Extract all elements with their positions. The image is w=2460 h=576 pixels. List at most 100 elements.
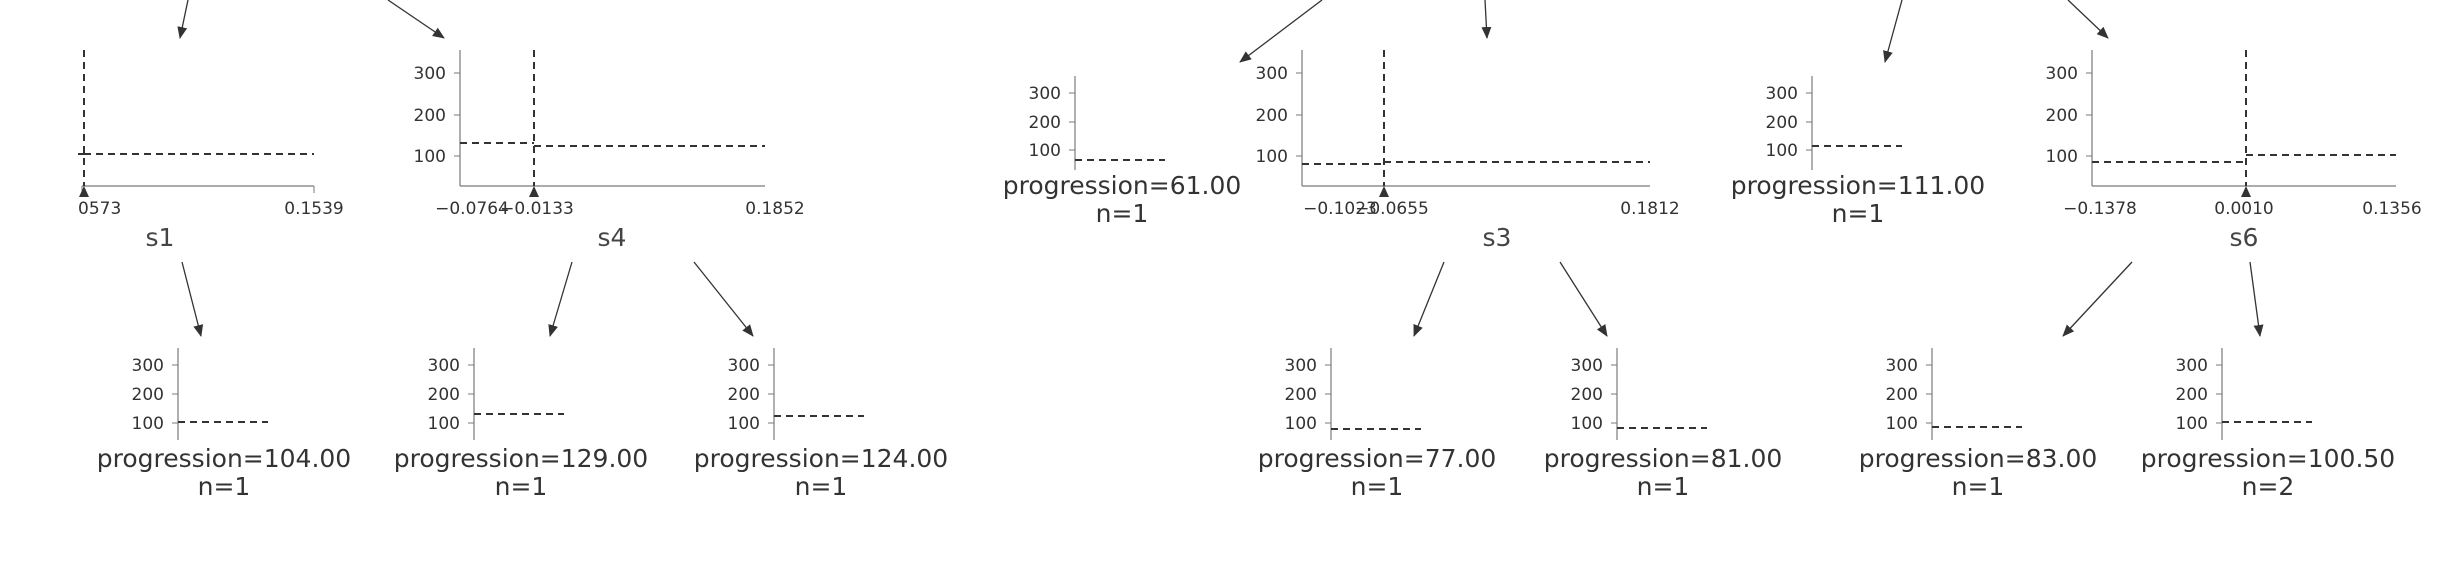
split-feature-label: s6	[2230, 223, 2259, 252]
split-marker-triangle	[2241, 186, 2251, 197]
leaf-prediction-label: progression=61.00	[1003, 171, 1242, 200]
y-tick-label: 300	[2176, 356, 2208, 376]
leaf-node: 100 200 300 progression=77.00 n=1	[1258, 348, 1497, 501]
leaf-node: 100 200 300 progression=129.00 n=1	[394, 348, 648, 501]
tree-edges	[177, 0, 2264, 337]
y-tick-label: 300	[1886, 356, 1918, 376]
leaf-node: 100 200 300 progression=83.00 n=1	[1859, 348, 2098, 501]
split-marker-triangle	[79, 186, 89, 197]
leaf-sample-count: n=1	[1096, 199, 1149, 228]
edge-arrow	[181, 261, 204, 337]
y-tick-label: 200	[132, 385, 164, 405]
edge-arrow	[548, 261, 573, 337]
y-tick-label: 300	[728, 356, 760, 376]
y-tick-label: 200	[1256, 106, 1288, 126]
y-tick-label: 200	[1886, 385, 1918, 405]
edge-arrow	[177, 0, 189, 39]
leaf-prediction-label: progression=100.50	[2141, 444, 2395, 473]
y-tick-label: 100	[1886, 414, 1918, 434]
y-tick-label: 300	[1256, 64, 1288, 84]
y-tick-label: 200	[2176, 385, 2208, 405]
edge-arrow	[2067, 0, 2109, 39]
leaf-prediction-label: progression=77.00	[1258, 444, 1497, 473]
y-tick-label: 300	[1571, 356, 1603, 376]
x-tick-label: −0.0655	[1355, 199, 1429, 219]
edge-arrow	[2249, 261, 2264, 337]
x-tick-label: 0.1852	[745, 199, 804, 219]
y-tick-label: 100	[414, 147, 446, 167]
y-tick-label: 100	[1766, 141, 1798, 161]
leaf-prediction-label: progression=111.00	[1731, 171, 1985, 200]
x-tick-label: 0573	[78, 199, 121, 219]
y-tick-label: 200	[414, 106, 446, 126]
split-feature-label: s4	[598, 223, 627, 252]
y-tick-label: 200	[1285, 385, 1317, 405]
y-tick-label: 200	[728, 385, 760, 405]
leaf-sample-count: n=1	[795, 472, 848, 501]
x-tick-label: 0.1356	[2362, 199, 2421, 219]
leaf-sample-count: n=1	[1832, 199, 1885, 228]
edge-arrow	[693, 261, 754, 337]
y-tick-label: 300	[1285, 356, 1317, 376]
y-tick-label: 100	[132, 414, 164, 434]
y-tick-label: 300	[1029, 84, 1061, 104]
leaf-node: 100 200 300 progression=100.50 n=2	[2141, 348, 2395, 501]
edge-arrow	[2062, 261, 2133, 337]
y-tick-label: 200	[428, 385, 460, 405]
split-feature-label: s3	[1483, 223, 1512, 252]
leaf-node: 100 200 300 progression=124.00 n=1	[694, 348, 948, 501]
split-node-s3: 100 200 300 −0.1023 −0.0655 0.1812 s3	[1256, 50, 1680, 252]
leaf-sample-count: n=1	[1952, 472, 2005, 501]
x-tick-label: −0.1378	[2063, 199, 2137, 219]
y-tick-label: 100	[2176, 414, 2208, 434]
y-tick-label: 100	[1571, 414, 1603, 434]
x-tick-label: −0.1023	[1303, 199, 1377, 219]
y-tick-label: 100	[1256, 147, 1288, 167]
y-tick-label: 300	[1766, 84, 1798, 104]
leaf-node: 100 200 300 progression=111.00 n=1	[1731, 76, 1985, 228]
leaf-sample-count: n=1	[1351, 472, 1404, 501]
edge-arrow	[387, 0, 445, 39]
split-feature-label: s1	[146, 223, 175, 252]
leaf-sample-count: n=1	[495, 472, 548, 501]
x-tick-label: 0.1812	[1620, 199, 1679, 219]
edge-arrow	[1413, 261, 1445, 337]
y-tick-label: 300	[132, 356, 164, 376]
y-tick-label: 300	[414, 64, 446, 84]
y-tick-label: 200	[1571, 385, 1603, 405]
leaf-sample-count: n=1	[198, 472, 251, 501]
leaf-prediction-label: progression=81.00	[1544, 444, 1783, 473]
leaf-node: 100 200 300 progression=81.00 n=1	[1544, 348, 1783, 501]
x-tick-label: 0.0010	[2214, 199, 2273, 219]
leaf-node: 100 200 300 progression=104.00 n=1	[97, 348, 351, 501]
y-tick-label: 100	[2046, 147, 2078, 167]
split-marker-triangle	[529, 186, 539, 197]
y-tick-label: 200	[1029, 113, 1061, 133]
leaf-prediction-label: progression=124.00	[694, 444, 948, 473]
edge-arrow	[1239, 0, 1323, 63]
y-tick-label: 200	[1766, 113, 1798, 133]
y-tick-label: 100	[1029, 141, 1061, 161]
edge-arrow	[1883, 0, 1903, 63]
leaf-sample-count: n=2	[2242, 472, 2295, 501]
leaf-prediction-label: progression=129.00	[394, 444, 648, 473]
x-tick-label: −0.0764	[435, 199, 509, 219]
y-tick-label: 100	[428, 414, 460, 434]
edge-arrow	[1481, 0, 1492, 39]
leaf-node: 100 200 300 progression=61.00 n=1	[1003, 76, 1242, 228]
leaf-prediction-label: progression=104.00	[97, 444, 351, 473]
x-tick-label: −0.0133	[500, 199, 574, 219]
y-tick-label: 100	[728, 414, 760, 434]
y-tick-label: 300	[428, 356, 460, 376]
split-node-s6: 100 200 300 −0.1378 0.0010 0.1356 s6	[2046, 50, 2422, 252]
y-tick-label: 200	[2046, 106, 2078, 126]
x-tick-label: 0.1539	[284, 199, 343, 219]
split-node-s4: 100 200 300 −0.0764 −0.0133 0.1852 s4	[414, 50, 805, 252]
y-tick-label: 300	[2046, 64, 2078, 84]
edge-arrow	[1559, 261, 1608, 337]
leaf-prediction-label: progression=83.00	[1859, 444, 2098, 473]
y-tick-label: 100	[1285, 414, 1317, 434]
split-node-s1: 0573 0.1539 s1	[78, 50, 344, 252]
leaf-sample-count: n=1	[1637, 472, 1690, 501]
